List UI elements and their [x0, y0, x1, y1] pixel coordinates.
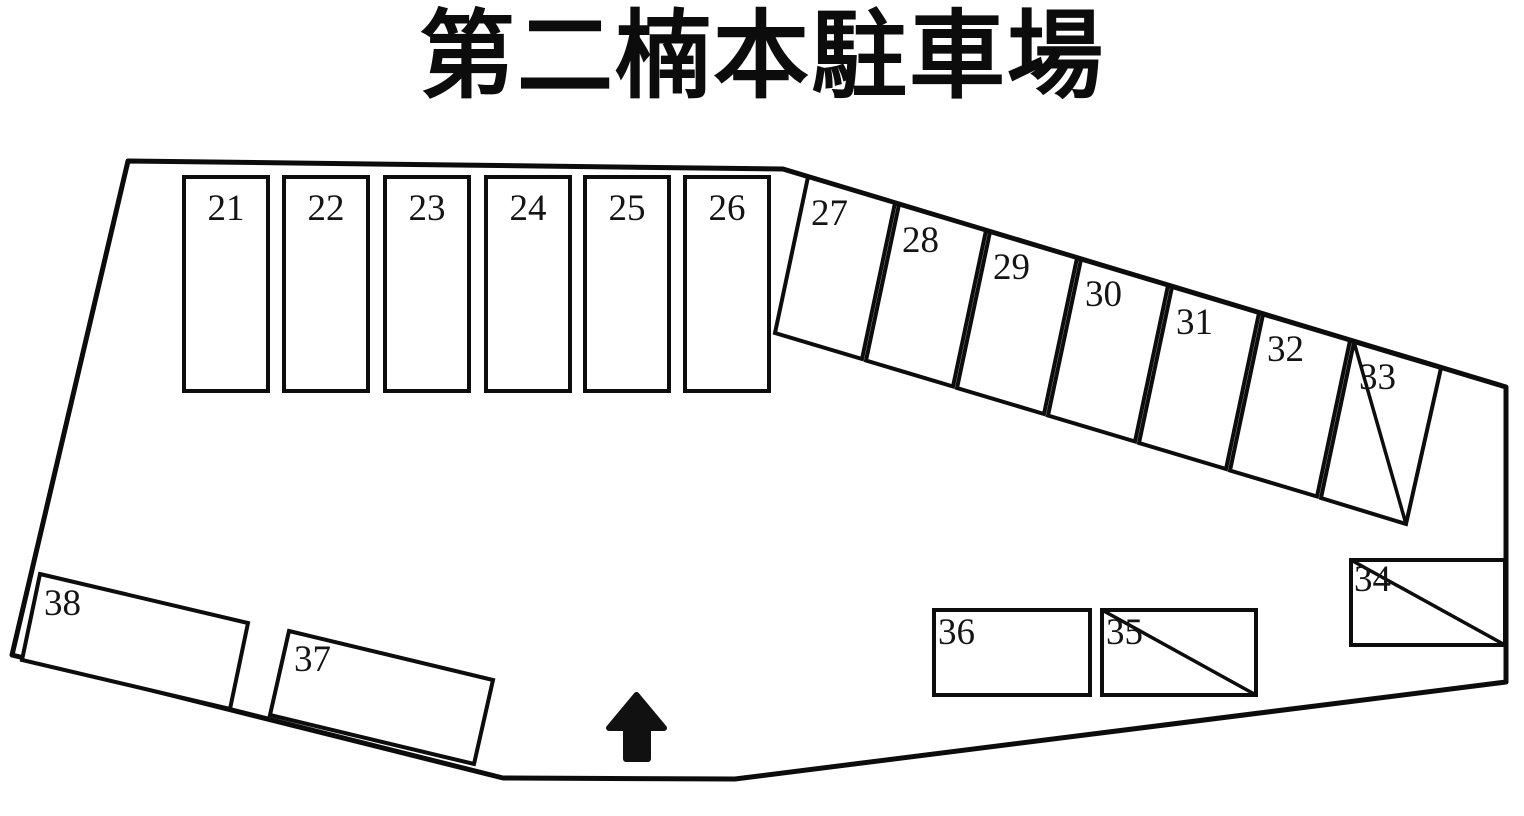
space-32-box: [1227, 311, 1353, 500]
parking-space-25: 25: [583, 175, 671, 393]
space-37-label: 37: [294, 639, 331, 680]
space-36-label: 36: [938, 612, 975, 653]
space-31-label: 31: [1176, 302, 1213, 343]
parking-space-31: 31: [1136, 284, 1262, 472]
parking-space-29: 29: [954, 229, 1080, 417]
space-34-label: 34: [1354, 559, 1391, 600]
space-23-box: [383, 175, 471, 393]
space-24-box: [484, 175, 572, 393]
parking-space-33: 33: [1318, 339, 1444, 527]
space-38-label: 38: [44, 583, 81, 624]
space-35-cross-line: [1100, 608, 1258, 697]
parking-space-38: 38: [19, 571, 251, 712]
parking-space-26: 26: [683, 175, 771, 393]
space-25-label: 25: [609, 188, 646, 229]
parking-space-22: 22: [282, 175, 370, 393]
space-21-box: [182, 175, 270, 393]
space-38-box: [19, 571, 251, 712]
space-27-label: 27: [811, 193, 848, 234]
space-32-label: 32: [1267, 329, 1304, 370]
parking-space-36: 36: [932, 608, 1092, 697]
space-37-box: [267, 628, 496, 767]
parking-space-24: 24: [484, 175, 572, 393]
parking-space-30: 30: [1045, 256, 1171, 445]
space-30-box: [1045, 256, 1171, 445]
up-arrow-icon: [606, 692, 667, 762]
space-25-box: [583, 175, 671, 393]
space-27-box: [772, 174, 898, 362]
space-36-box: [932, 608, 1092, 697]
parking-space-23: 23: [383, 175, 471, 393]
space-30-label: 30: [1085, 274, 1122, 315]
space-28-label: 28: [902, 220, 939, 261]
space-29-label: 29: [993, 247, 1030, 288]
space-22-label: 22: [308, 188, 345, 229]
space-23-label: 23: [409, 188, 446, 229]
space-35-label: 35: [1106, 612, 1143, 653]
space-26-label: 26: [709, 188, 746, 229]
space-29-box: [954, 229, 1080, 417]
parking-space-32: 32: [1227, 311, 1353, 500]
page-title: 第二楠本駐車場: [419, 3, 1105, 110]
space-34-cross-line: [1349, 558, 1507, 647]
space-33-label: 33: [1359, 357, 1396, 398]
parking-space-21: 21: [182, 175, 270, 393]
space-24-label: 24: [510, 188, 547, 229]
space-28-box: [863, 201, 989, 390]
space-31-box: [1136, 284, 1262, 472]
space-33-cross-line: [1352, 340, 1408, 526]
parking-space-34: 34: [1349, 558, 1507, 647]
parking-space-37: 37: [267, 628, 496, 767]
space-26-box: [683, 175, 771, 393]
parking-space-27: 27: [772, 174, 898, 362]
space-22-box: [282, 175, 370, 393]
parking-space-35: 35: [1100, 608, 1258, 697]
space-21-label: 21: [208, 188, 245, 229]
parking-space-28: 28: [863, 201, 989, 390]
